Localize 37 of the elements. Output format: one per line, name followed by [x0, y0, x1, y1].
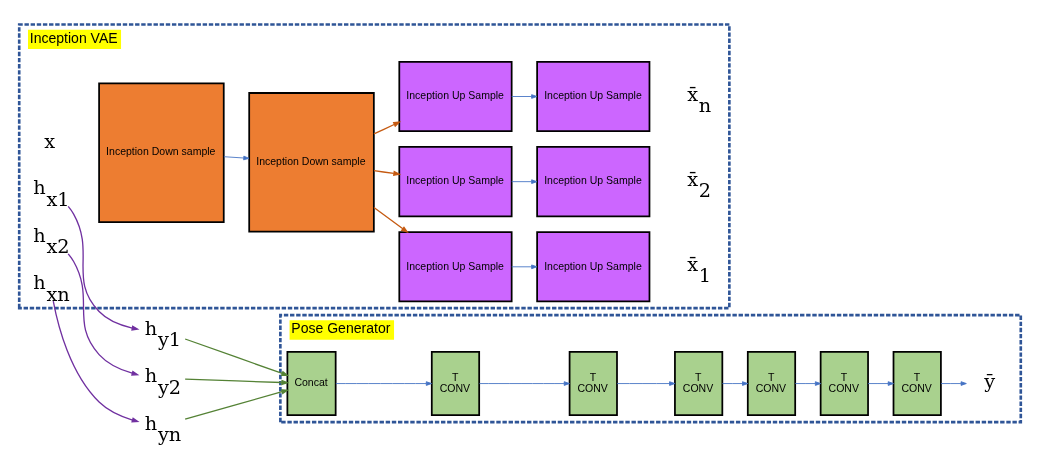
arrow	[940, 381, 967, 386]
node-box: T CONV	[674, 351, 724, 417]
arrow	[223, 155, 250, 161]
node-box: T CONV	[819, 351, 869, 417]
arrow	[373, 121, 402, 135]
arrow	[184, 389, 290, 420]
node-box: Inception Up Sample	[398, 231, 513, 303]
node-box: T CONV	[746, 351, 797, 417]
node-box: T CONV	[568, 351, 618, 417]
node-box: Inception Up Sample	[536, 231, 651, 303]
node-box: Inception Down sample	[248, 92, 375, 233]
arrow	[616, 381, 676, 386]
node-box: Inception Up Sample	[536, 60, 651, 133]
arrow	[184, 338, 290, 376]
arrow	[373, 206, 409, 234]
arrow	[867, 381, 894, 386]
arrow	[52, 300, 140, 423]
node-box: Inception Up Sample	[536, 146, 651, 218]
arrow	[511, 264, 538, 270]
node-box: Inception Down sample	[98, 82, 225, 223]
node-box: Inception Up Sample	[398, 146, 513, 218]
arrow	[511, 179, 538, 184]
arrow	[794, 381, 822, 386]
node-text: ȳ	[984, 370, 996, 394]
node-box: Inception Up Sample	[398, 60, 513, 133]
arrow	[511, 94, 538, 99]
node-box: T CONV	[430, 351, 481, 417]
node-label: x	[44, 129, 56, 153]
arrow	[67, 253, 140, 376]
arrow	[67, 205, 140, 331]
node-box: Concat	[286, 351, 337, 417]
node-box: T CONV	[892, 351, 942, 417]
arrow	[373, 170, 402, 177]
arrow	[479, 381, 570, 386]
arrow	[721, 381, 749, 386]
arrow	[184, 378, 290, 386]
arrow	[335, 381, 432, 386]
